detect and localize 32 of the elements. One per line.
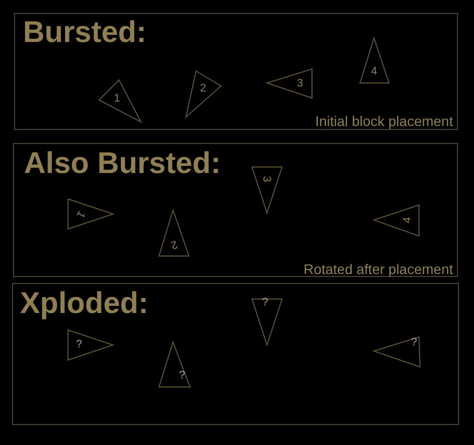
block-number: ?: [76, 340, 82, 350]
panel-title: Xploded:: [20, 289, 148, 319]
panel-title: Also Bursted:: [24, 149, 221, 179]
triangle-block: [252, 299, 282, 345]
block-number: ?: [178, 370, 186, 382]
panel-caption: Rotated after placement: [304, 262, 453, 276]
triangle-block: [159, 210, 189, 256]
block-number: 3: [260, 176, 272, 182]
triangle-block: [374, 337, 420, 367]
panel: [14, 13, 458, 130]
triangle-block: [267, 69, 312, 98]
block-number: 4: [402, 216, 414, 224]
block-number: 3: [296, 78, 304, 90]
triangle-block: [374, 205, 419, 236]
block-number: ?: [262, 298, 268, 308]
block-number: 1: [74, 208, 86, 220]
panel-caption: Initial block placement: [315, 114, 453, 128]
triangle-block: [186, 71, 221, 117]
triangle-block: [360, 38, 389, 83]
block-number: 2: [200, 84, 206, 94]
triangle-block: [68, 199, 113, 229]
panel: [13, 143, 458, 277]
panel: [12, 283, 459, 425]
triangle-block: [68, 330, 113, 360]
block-number: 1: [114, 94, 120, 104]
block-number: 4: [370, 66, 378, 78]
triangle-block: [99, 80, 141, 122]
panel-title: Bursted:: [23, 18, 146, 48]
triangle-block: [252, 167, 282, 213]
block-number: ?: [410, 338, 418, 348]
block-number: 2: [169, 238, 179, 250]
triangle-block: [159, 342, 190, 387]
